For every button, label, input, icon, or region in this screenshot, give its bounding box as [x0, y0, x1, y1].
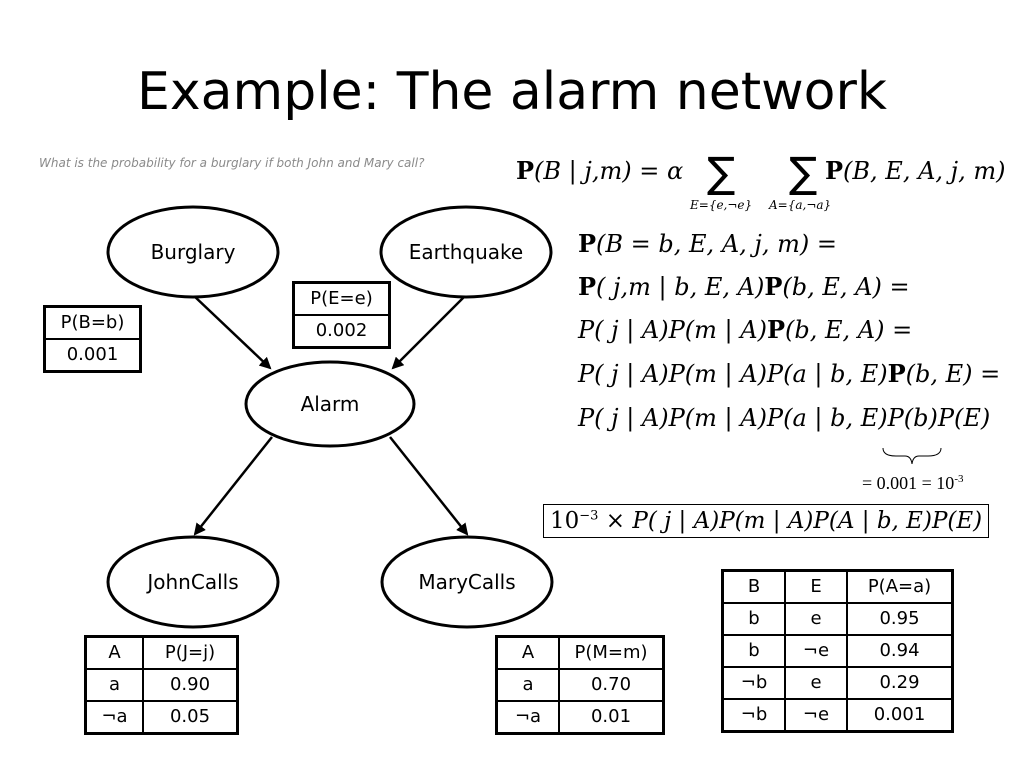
table-cell: ¬e — [784, 634, 848, 668]
formula-query-lhs: P(B | j,m) = α — [516, 156, 684, 185]
formula-line-4: P( j | A)P(m | A)P(a | b, E)P(b, E) = — [578, 359, 1001, 388]
formula-line-4a-text: P( j | A)P(m | A)P(a | b, E) — [578, 360, 888, 388]
table-cell: ¬a — [84, 700, 144, 735]
table-cell: 0.70 — [558, 668, 665, 702]
cpt-earthquake-header: P(E=e) — [292, 281, 391, 316]
cpt-burglary-value: 0.001 — [43, 338, 142, 373]
brace-note-text: = 0.001 = 10 — [862, 473, 955, 493]
node-marycalls — [380, 535, 554, 629]
sum-a-sigma-icon: ∑ — [789, 148, 818, 197]
table-cell: ¬e — [784, 698, 848, 733]
cpt-johncalls-header-p: P(J=j) — [142, 635, 239, 670]
final-formula-exponent: −3 — [579, 508, 599, 524]
formula-query-lhs-text: (B | j,m) = α — [534, 157, 684, 185]
table-cell: 0.29 — [846, 666, 954, 700]
brace-note-exponent: -3 — [954, 473, 964, 485]
table-cell: 0.90 — [142, 668, 239, 702]
cpt-johncalls: A P(J=j) a 0.90 ¬a 0.05 — [84, 635, 239, 735]
cpt-earthquake-value: 0.002 — [292, 314, 391, 349]
formula-line-2b-text: (b, E, A) = — [782, 273, 910, 301]
cpt-burglary-header: P(B=b) — [43, 305, 142, 340]
table-cell: 0.94 — [846, 634, 954, 668]
sum-e-sigma-icon: ∑ — [707, 148, 736, 197]
cpt-marycalls-header-p: P(M=m) — [558, 635, 665, 670]
edge-alarm-marycalls — [389, 436, 469, 536]
slide-title: Example: The alarm network — [137, 62, 887, 122]
formula-line-1: P(B = b, E, A, j, m) = — [578, 229, 837, 258]
table-cell: 0.001 — [846, 698, 954, 733]
table-cell: 0.01 — [558, 700, 665, 735]
formula-line-2: P( j,m | b, E, A)P(b, E, A) = — [578, 272, 910, 301]
edge-burglary-alarm — [192, 294, 272, 370]
formula-line-5: P( j | A)P(m | A)P(a | b, E)P(b)P(E) — [578, 404, 991, 432]
node-label-marycalls: MaryCalls — [418, 570, 515, 594]
formula-line-4b-text: (b, E) = — [905, 360, 1001, 388]
table-cell: e — [784, 666, 848, 700]
node-johncalls — [106, 535, 280, 629]
cpt-marycalls-header-a: A — [495, 635, 560, 670]
table-cell: ¬b — [721, 666, 786, 700]
node-alarm — [244, 360, 416, 448]
brace-note: = 0.001 = 10-3 — [862, 473, 963, 494]
sum-e-subscript: E={e,¬e} — [690, 198, 753, 212]
cpt-alarm-header-p: P(A=a) — [846, 569, 954, 604]
formula-query-rhs-text: (B, E, A, j, m) — [843, 157, 1006, 185]
cpt-johncalls-header-a: A — [84, 635, 144, 670]
node-label-alarm: Alarm — [301, 392, 360, 416]
table-cell: a — [84, 668, 144, 702]
final-formula-rest: × P( j | A)P(m | A)P(A | b, E)P(E) — [598, 508, 983, 534]
table-cell: 0.95 — [846, 602, 954, 636]
table-cell: ¬a — [495, 700, 560, 735]
table-cell: ¬b — [721, 698, 786, 733]
edge-alarm-johncalls — [193, 436, 273, 536]
cpt-earthquake: P(E=e) 0.002 — [292, 281, 391, 349]
formula-line-3: P( j | A)P(m | A)P(b, E, A) = — [578, 315, 913, 344]
cpt-alarm: B E P(A=a) b e 0.95 b ¬e 0.94 ¬b e 0.29 … — [721, 569, 954, 733]
cpt-marycalls: A P(M=m) a 0.70 ¬a 0.01 — [495, 635, 665, 735]
node-label-burglary: Burglary — [151, 240, 236, 264]
table-cell: b — [721, 634, 786, 668]
cpt-burglary: P(B=b) 0.001 — [43, 305, 142, 373]
final-formula-box: 10−3 × P( j | A)P(m | A)P(A | b, E)P(E) — [543, 504, 990, 538]
formula-line-3a-text: P( j | A)P(m | A) — [578, 316, 767, 344]
formula-line-2a-text: ( j,m | b, E, A) — [596, 273, 765, 301]
table-cell: a — [495, 668, 560, 702]
node-earthquake — [379, 205, 553, 299]
cpt-alarm-header-b: B — [721, 569, 786, 604]
node-label-earthquake: Earthquake — [409, 240, 523, 264]
table-cell: e — [784, 602, 848, 636]
question-text: What is the probability for a burglary i… — [39, 156, 425, 170]
node-label-johncalls: JohnCalls — [145, 570, 238, 594]
table-cell: b — [721, 602, 786, 636]
final-formula-base: 10 — [550, 508, 580, 534]
cpt-alarm-header-e: E — [784, 569, 848, 604]
formula-query-rhs: P(B, E, A, j, m) — [825, 156, 1006, 185]
sum-a-subscript: A={a,¬a} — [769, 198, 832, 212]
formula-line-3b-text: (b, E, A) = — [784, 316, 913, 344]
edge-earthquake-alarm — [391, 294, 467, 370]
formula-line-1-text: (B = b, E, A, j, m) = — [596, 230, 837, 258]
table-cell: 0.05 — [142, 700, 239, 735]
node-burglary — [106, 205, 280, 299]
underbrace — [882, 447, 942, 465]
